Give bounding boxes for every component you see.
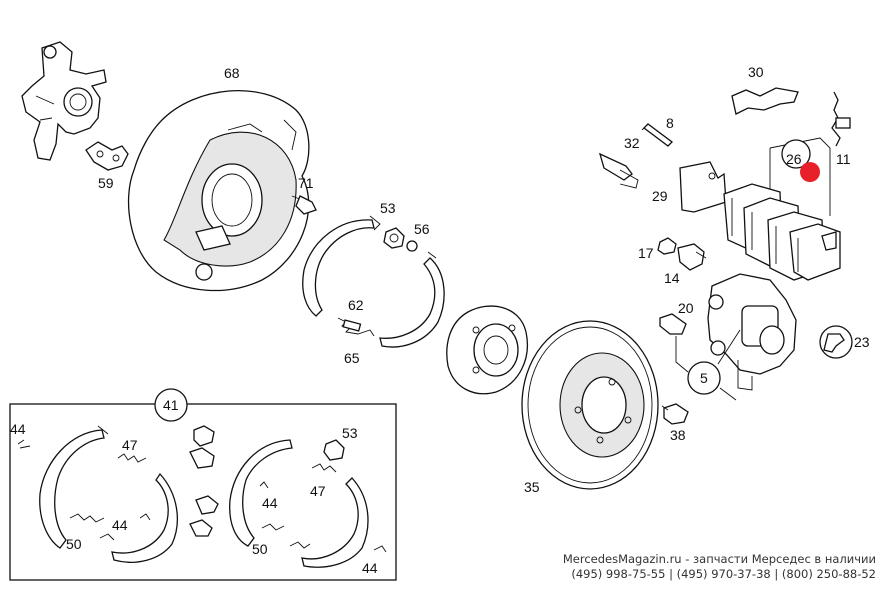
callout-5[interactable] [675, 329, 741, 401]
position-marker [800, 162, 820, 182]
footer-phones: (495) 998-75-55 | (495) 970-37-38 | (800… [571, 567, 876, 581]
footer-site: MercedesMagazin.ru - запчасти Мерседес в… [563, 552, 876, 566]
kit-shoe-right-2[interactable] [301, 477, 369, 568]
kit-shoe-left-2[interactable] [111, 472, 178, 563]
shim-29[interactable] [679, 161, 727, 213]
bolt-20[interactable] [659, 313, 687, 335]
label-29: 29 [652, 188, 668, 204]
shoe-kit-box [9, 403, 397, 581]
nut-56[interactable] [406, 240, 418, 252]
steering-knuckle[interactable] [21, 41, 107, 161]
label-47-b: 47 [310, 483, 326, 499]
bracket-59[interactable] [85, 141, 129, 171]
label-38: 38 [670, 427, 686, 443]
label-44-c: 44 [262, 495, 278, 511]
label-17: 17 [638, 245, 654, 261]
anti-rattle-clip-30[interactable] [731, 87, 799, 115]
spring-62[interactable] [337, 317, 375, 337]
label-8: 8 [666, 115, 674, 131]
brake-caliper[interactable] [707, 273, 797, 391]
kit-springs-right[interactable] [259, 463, 387, 553]
label-65: 65 [344, 350, 360, 366]
label-26: 26 [786, 151, 802, 167]
label-71: 71 [298, 175, 314, 191]
wheel-hub[interactable] [446, 305, 528, 395]
label-35: 35 [524, 479, 540, 495]
label-32: 32 [624, 135, 640, 151]
adjuster-53[interactable] [383, 227, 405, 249]
guide-pin-14[interactable] [677, 243, 707, 271]
bolt-38[interactable] [661, 403, 689, 425]
label-50-b: 50 [252, 541, 268, 557]
label-44-d: 44 [362, 560, 378, 576]
wear-sensor-32[interactable] [598, 152, 639, 189]
label-30: 30 [748, 64, 764, 80]
label-5: 5 [700, 370, 708, 386]
label-68: 68 [224, 65, 240, 81]
tool-23[interactable] [819, 325, 853, 359]
parking-brake-shoe-right[interactable] [379, 251, 445, 348]
callout-41[interactable] [154, 388, 188, 422]
label-56: 56 [414, 221, 430, 237]
bolt-71[interactable] [291, 195, 317, 215]
bushing-17[interactable] [657, 237, 677, 255]
kit-adjuster-53[interactable] [323, 439, 345, 461]
label-23: 23 [854, 334, 870, 350]
spring-11[interactable] [831, 91, 851, 147]
parking-brake-shoe-left[interactable] [302, 215, 381, 317]
brake-pad-set[interactable] [723, 183, 841, 281]
label-62: 62 [348, 297, 364, 313]
label-53-b: 53 [342, 425, 358, 441]
label-14: 14 [664, 270, 680, 286]
kit-bolts-middle[interactable] [189, 425, 219, 537]
kit-springs-left[interactable] [17, 439, 151, 541]
pin-8[interactable] [641, 123, 673, 147]
label-59: 59 [98, 175, 114, 191]
label-11: 11 [836, 151, 851, 167]
backing-plate[interactable] [127, 90, 310, 292]
label-41: 41 [163, 397, 179, 413]
kit-shoe-right-1[interactable] [229, 439, 293, 547]
pad-outline-26[interactable] [769, 137, 831, 216]
brake-disc[interactable] [521, 320, 659, 490]
label-47-a: 47 [122, 437, 138, 453]
label-20: 20 [678, 300, 694, 316]
label-44-a: 44 [10, 421, 26, 437]
label-53: 53 [380, 200, 396, 216]
label-50-a: 50 [66, 536, 82, 552]
label-44-b: 44 [112, 517, 128, 533]
kit-shoe-left-1[interactable] [39, 425, 109, 549]
